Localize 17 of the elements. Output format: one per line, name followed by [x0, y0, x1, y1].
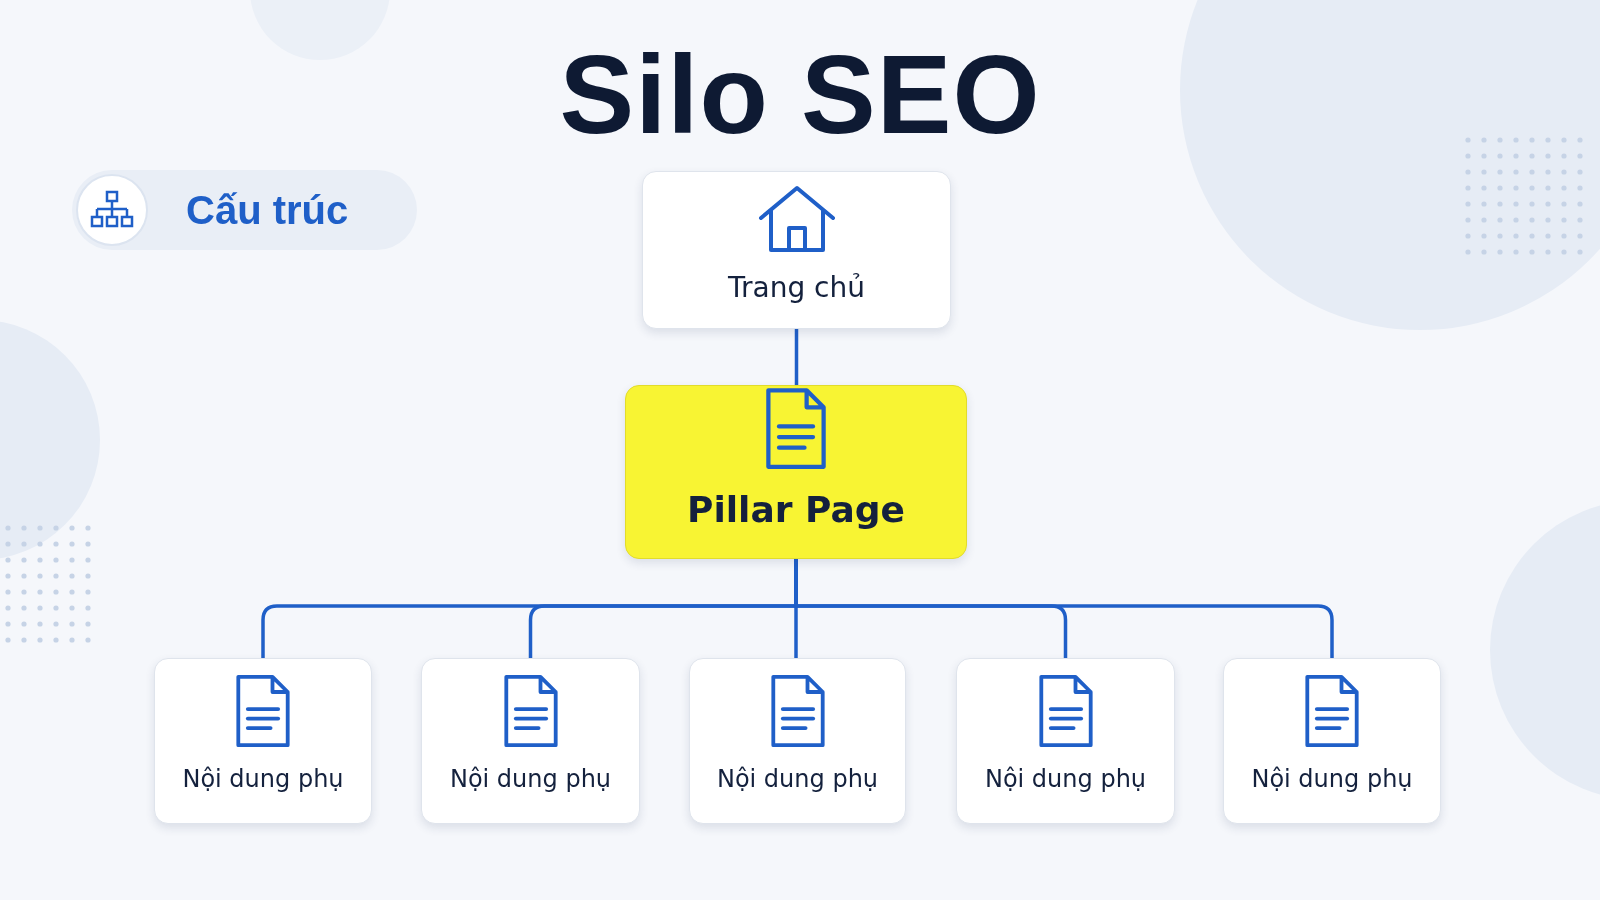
node-label: Nội dung phụ	[1251, 765, 1413, 793]
node-label: Pillar Page	[687, 489, 905, 530]
connector-line	[794, 329, 799, 385]
content-card	[689, 658, 906, 824]
node-label: Nội dung phụ	[449, 765, 612, 793]
node-label: Nội dung phụ	[716, 765, 879, 793]
node-label: Trang chủ	[728, 271, 865, 304]
content-card	[1223, 658, 1441, 824]
content-card	[154, 658, 372, 824]
content-card	[421, 658, 640, 824]
pillar-card	[625, 385, 967, 559]
home-card	[642, 171, 951, 329]
node-label: Nội dung phụ	[182, 765, 344, 793]
diagram-title: Silo SEO	[558, 31, 1042, 159]
content-card	[956, 658, 1175, 824]
tag-label: Cấu trúc	[186, 187, 349, 233]
node-label: Nội dung phụ	[984, 765, 1147, 793]
